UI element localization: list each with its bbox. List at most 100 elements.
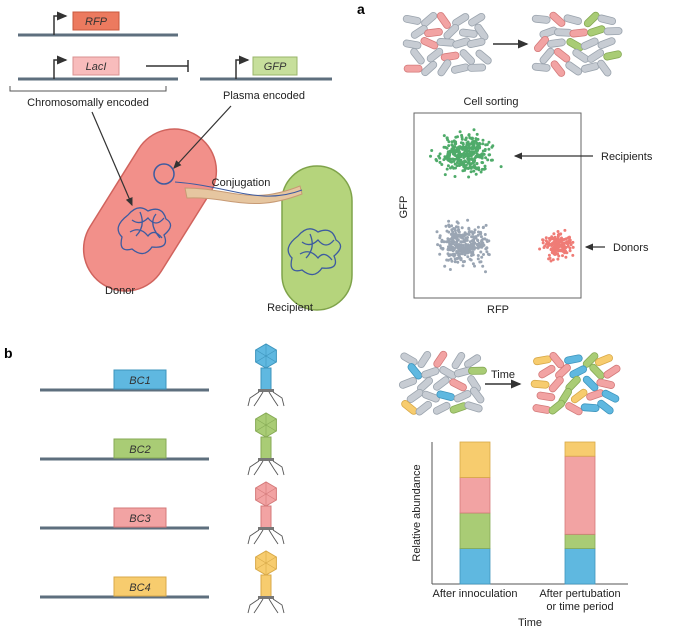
scatter-point	[459, 240, 463, 244]
barcode-label: BC3	[129, 513, 151, 525]
gfp-gene-label: GFP	[264, 61, 287, 73]
bacterium	[443, 23, 460, 40]
bacterium	[410, 25, 428, 39]
scatter-point	[479, 260, 483, 264]
scatter-point	[481, 142, 485, 146]
barcode-label: BC1	[129, 375, 150, 387]
scatter-point	[481, 241, 485, 245]
scatter-point	[476, 233, 480, 237]
scatter-point	[462, 153, 466, 157]
bacterium	[421, 367, 440, 379]
barcode-box	[113, 438, 167, 459]
scatter-point	[556, 230, 560, 233]
scatter-point	[476, 242, 480, 246]
scatter-point	[443, 173, 447, 177]
scatter-point	[459, 163, 463, 166]
scatter-point	[434, 158, 438, 161]
scatter-point	[553, 236, 557, 240]
scatter-point	[467, 133, 471, 137]
scatter-point	[447, 240, 451, 244]
scatter-point	[459, 244, 463, 248]
scatter-point	[476, 254, 480, 257]
phage-icons	[247, 343, 285, 614]
scatter-point	[481, 244, 485, 248]
donor-chromosome	[117, 207, 172, 255]
scatter-point	[467, 226, 471, 230]
scatter-point	[446, 237, 450, 241]
scatter-point	[465, 143, 469, 147]
bacterium	[400, 352, 418, 366]
bacterium	[407, 363, 423, 380]
scatter-point	[471, 262, 475, 266]
scatter-point	[453, 257, 457, 261]
phage-icon	[247, 481, 285, 545]
scatter-point	[545, 242, 548, 246]
bacterium	[597, 59, 612, 77]
stacked-bar-segment	[459, 441, 491, 478]
scatter-point	[470, 254, 473, 257]
bacterium	[589, 363, 605, 380]
bacterium	[437, 59, 452, 77]
bacterium	[415, 400, 433, 416]
scatter-point	[449, 244, 453, 248]
bacterium	[439, 366, 457, 380]
scatter-point	[448, 268, 452, 271]
scatter-point	[479, 250, 483, 254]
scatter-point	[556, 235, 560, 239]
bacterium	[595, 354, 613, 367]
scatter-point	[467, 175, 471, 179]
chromosome-pointer-arrow	[91, 111, 133, 207]
scatter-point	[499, 165, 503, 169]
scatter-point	[446, 138, 450, 142]
scatter-point	[462, 145, 466, 149]
plot-y-label: GFP	[398, 196, 410, 219]
plasmid-label: Plasma encoded	[223, 90, 305, 102]
scatter-point	[544, 236, 548, 240]
phage-icon	[247, 412, 285, 476]
scatter-point	[554, 244, 558, 248]
scatter-point	[460, 226, 464, 230]
scatter-point	[563, 228, 567, 232]
scatter-point	[454, 244, 458, 248]
bacterium	[426, 47, 444, 63]
scatter-point	[463, 260, 466, 263]
donor-label: Donor	[105, 285, 135, 297]
bacterium	[433, 350, 448, 368]
scatter-point	[487, 239, 491, 243]
scatter-point	[451, 249, 455, 253]
scatter-point	[472, 144, 476, 148]
bacterium	[596, 378, 615, 389]
bacterium	[580, 403, 600, 412]
scatter-point	[463, 159, 467, 163]
bacterium	[555, 363, 571, 380]
scatter-point	[465, 148, 469, 152]
scatter-point	[469, 258, 473, 262]
scatter-point	[484, 270, 487, 274]
scatter-point	[571, 253, 575, 257]
scatter-point	[475, 141, 479, 145]
bacterium	[603, 27, 623, 36]
scatter-point	[557, 254, 561, 258]
scatter-point	[461, 248, 465, 252]
abundance-chart: Relative abundance After innoculation Af…	[411, 441, 628, 629]
bacterium	[449, 378, 467, 392]
bacterium	[597, 14, 617, 26]
scatter-point	[472, 164, 476, 167]
scatter-point	[455, 239, 459, 243]
later-population-cluster	[530, 351, 621, 416]
stacked-bar-segment	[564, 441, 596, 457]
scatter-point	[467, 233, 471, 236]
scatter-point	[561, 247, 565, 251]
scatter-point	[473, 228, 477, 232]
scatter-point	[453, 175, 457, 178]
chromosomal-label: Chromosomally encoded	[27, 97, 149, 109]
scatter-point	[462, 165, 466, 169]
bacterium	[433, 376, 450, 391]
scatter-point	[463, 253, 467, 257]
scatter-point	[438, 152, 442, 156]
scatter-point	[464, 138, 468, 142]
scatter-point	[565, 251, 569, 255]
scatter-point	[551, 241, 554, 245]
bacterium	[467, 63, 487, 72]
scatter-point	[474, 154, 478, 158]
